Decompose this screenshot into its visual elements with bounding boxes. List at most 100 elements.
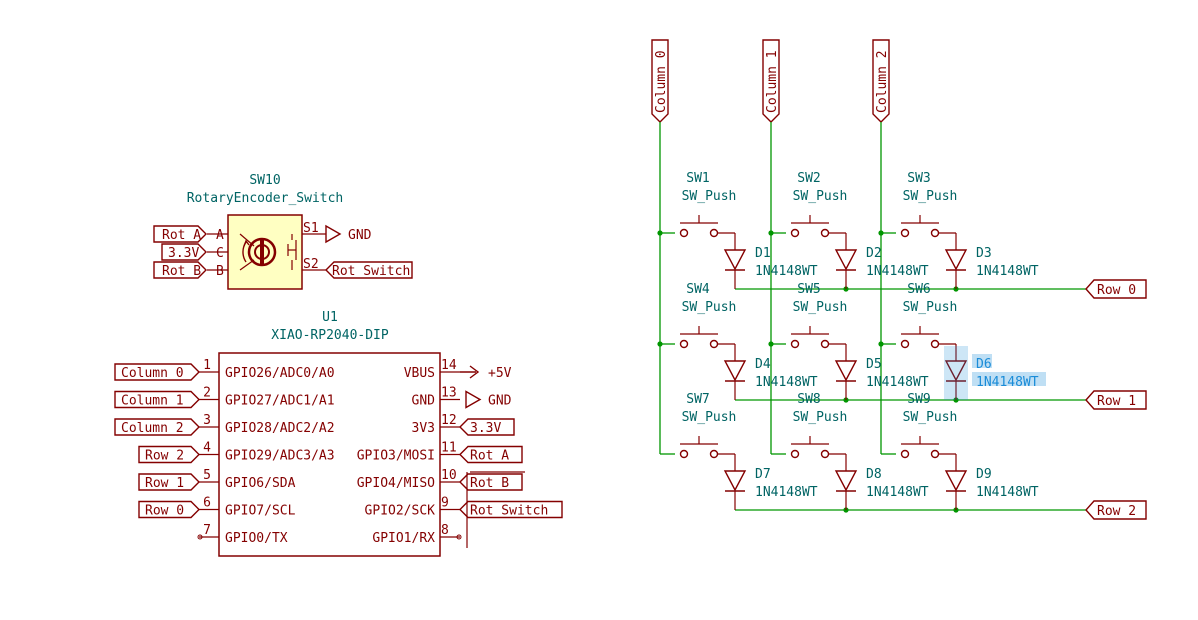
global-label-row-0[interactable]: Row 0 [138, 500, 200, 519]
global-label-rot-b[interactable]: Rot B [459, 473, 523, 491]
mcu-pin-number: 2 [203, 386, 211, 401]
mcu-pin-name: GPIO1/RX [372, 531, 435, 546]
global-label-3-3v[interactable]: 3.3V [459, 418, 515, 436]
diode-value: 1N4148WT [755, 375, 818, 390]
mcu-pin-name: 3V3 [412, 421, 435, 436]
encoder-pin-a: A [216, 228, 224, 243]
junction-dot [657, 341, 663, 347]
junction-dot [768, 341, 774, 347]
mcu-symbol[interactable]: U1 XIAO-RP2040-DIP 1GPIO26/ADC0/A0Column… [114, 310, 563, 557]
global-label-rot-b-encoder[interactable]: Rot B [153, 261, 207, 279]
diode-d2[interactable]: D2 1N4148WT [834, 233, 929, 289]
global-label-rot-a[interactable]: Rot A [459, 445, 523, 464]
encoder-body[interactable] [227, 214, 303, 290]
key-matrix[interactable]: Column 0 Column 1 Column 2 Row 0 Row 1 Row 2 S… [651, 39, 1147, 520]
diode-value: 1N4148WT [755, 485, 818, 500]
diode-value: 1N4148WT [755, 264, 818, 279]
global-label-rot-switch-encoder[interactable]: Rot Switch [325, 261, 413, 279]
selection-highlight [972, 372, 1046, 386]
column-label-text: Column 0 [654, 50, 669, 113]
global-label-column-1[interactable]: Column 1 [114, 390, 200, 409]
global-label-rot-switch[interactable]: Rot Switch [459, 500, 563, 519]
switch-value: SW_Push [682, 300, 737, 315]
mcu-pin-name: GPIO4/MISO [357, 476, 435, 491]
no-connect-marker [456, 534, 462, 540]
junction-dot [768, 230, 774, 236]
diode-reference: D2 [866, 246, 882, 261]
global-label-rot-a-encoder[interactable]: Rot A [153, 225, 207, 243]
svg-text:Rot A: Rot A [162, 228, 201, 243]
row-label-1[interactable]: Row 1 [1085, 390, 1147, 410]
mcu-pin-number: 5 [203, 468, 211, 483]
switch-reference: SW3 [907, 171, 930, 186]
power-gnd-encoder[interactable]: GND [325, 224, 372, 244]
power-5v[interactable]: +5V [460, 365, 512, 381]
global-label-text: Rot B [470, 476, 509, 491]
column-label-0[interactable]: Column 0 [651, 39, 669, 123]
diode-value: 1N4148WT [866, 264, 929, 279]
encoder-knob-icon [239, 233, 277, 271]
global-label-text: Column 2 [121, 421, 184, 436]
switch-value: SW_Push [682, 410, 737, 425]
global-label-row-2[interactable]: Row 2 [138, 445, 200, 464]
row-label-2[interactable]: Row 2 [1085, 500, 1147, 520]
column-label-2[interactable]: Column 2 [872, 39, 890, 123]
row-label-text: Row 2 [1097, 504, 1136, 519]
power-label: +5V [488, 366, 512, 381]
global-label-column-0[interactable]: Column 0 [114, 363, 200, 381]
row-label-0[interactable]: Row 0 [1085, 279, 1147, 299]
mcu-pin-number: 13 [441, 386, 457, 401]
diode-reference: D9 [976, 467, 992, 482]
global-label-row-1[interactable]: Row 1 [138, 473, 200, 491]
global-label-text: Rot A [470, 449, 509, 464]
diode-reference: D1 [755, 246, 771, 261]
mcu-pin-number: 11 [441, 441, 457, 456]
mcu-pin-number: 3 [203, 413, 211, 428]
column-label-1[interactable]: Column 1 [762, 39, 780, 123]
column-label-text: Column 1 [765, 50, 780, 113]
diode-reference: D4 [755, 357, 771, 372]
diode-d1[interactable]: D1 1N4148WT [723, 233, 818, 289]
diode-d4[interactable]: D4 1N4148WT [723, 344, 818, 400]
mcu-pin-number: 4 [203, 441, 211, 456]
global-label-3v3-encoder[interactable]: 3.3V [161, 243, 207, 261]
switch-value: SW_Push [793, 189, 848, 204]
encoder-pin-c: C [216, 246, 224, 261]
mcu-pin-name: GPIO2/SCK [365, 504, 436, 519]
global-label-column-2[interactable]: Column 2 [114, 418, 200, 436]
row-label-text: Row 0 [1097, 283, 1136, 298]
power-gnd-mcu[interactable]: GND [465, 390, 512, 409]
mcu-pin-number: 7 [203, 523, 211, 538]
rotary-encoder-symbol[interactable]: SW10 RotaryEncoder_Switch A C B S1 [153, 173, 413, 290]
